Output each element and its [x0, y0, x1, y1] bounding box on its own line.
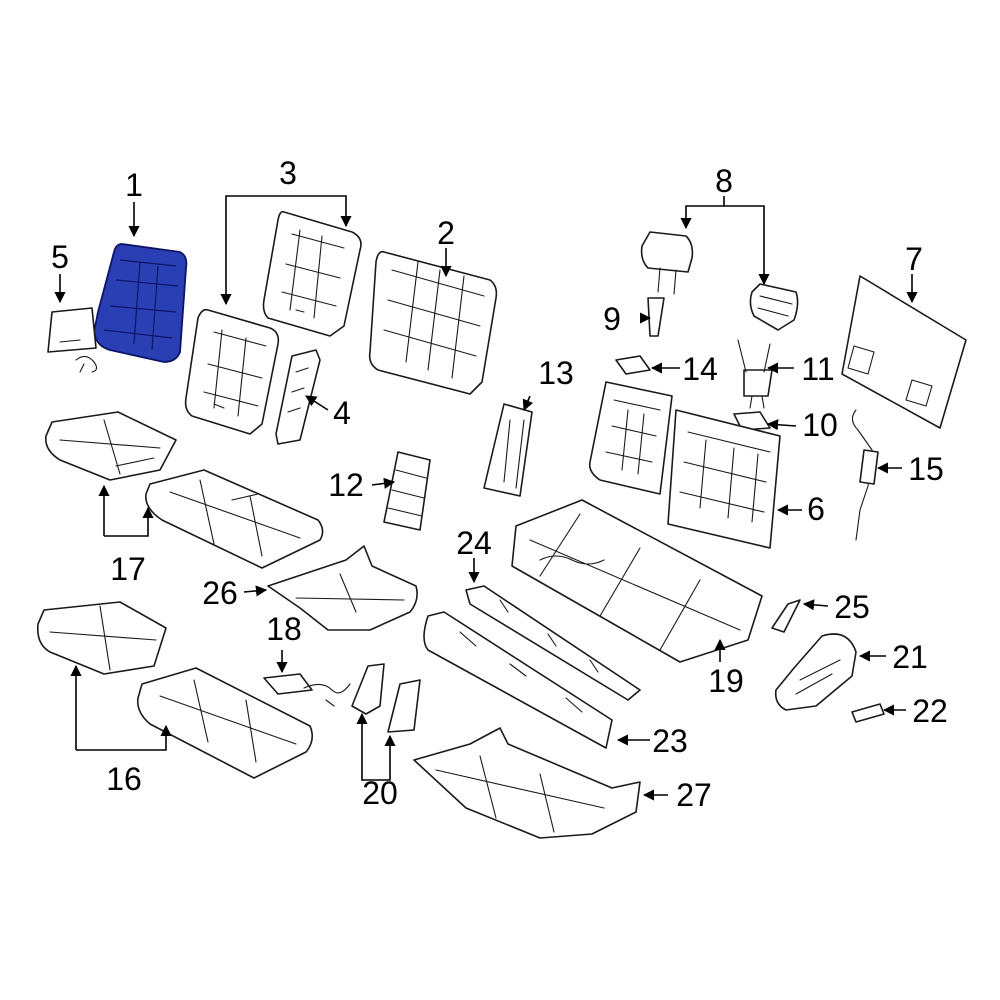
- part-5-trim-panel[interactable]: [47, 307, 98, 373]
- part-13-armrest-panel[interactable]: [483, 403, 533, 497]
- callout-19: 19: [708, 663, 744, 699]
- callout-18: 18: [266, 611, 302, 647]
- callout-10: 10: [802, 407, 838, 443]
- part-16-cushion-cover[interactable]: [36, 601, 314, 779]
- callout-12: 12: [328, 467, 364, 503]
- part-26-lower-bracket[interactable]: [267, 545, 418, 631]
- part-19-cushion-frame[interactable]: [511, 499, 763, 663]
- callout-11: 11: [801, 351, 834, 387]
- callout-16: 16: [106, 761, 142, 797]
- callout-23: 23: [652, 723, 688, 759]
- callout-21: 21: [892, 639, 928, 675]
- part-3-seatback-frame[interactable]: [184, 210, 362, 435]
- part-20-hinge-covers[interactable]: [351, 663, 421, 733]
- part-14-latch-cover[interactable]: [615, 355, 651, 375]
- callout-17: 17: [110, 551, 146, 587]
- callout-27: 27: [676, 777, 712, 813]
- part-21-hinge-cover[interactable]: [774, 633, 857, 711]
- part-1-seatback-cover[interactable]: [93, 243, 188, 363]
- leader-lines: [54, 195, 918, 801]
- part-24-rail[interactable]: [465, 585, 641, 701]
- part-17-cushion-cover[interactable]: [44, 411, 324, 569]
- part-8-headrests[interactable]: [640, 231, 799, 331]
- callout-24: 24: [456, 525, 492, 561]
- part-27-lower-pan[interactable]: [413, 727, 641, 839]
- callout-2: 2: [437, 215, 455, 251]
- part-9-guide-sleeve[interactable]: [647, 297, 665, 337]
- part-2-seatback-cover[interactable]: [368, 250, 498, 395]
- callout-25: 25: [834, 589, 870, 625]
- part-6-seat-frame[interactable]: [588, 381, 781, 549]
- part-25-clip[interactable]: [771, 599, 801, 633]
- callout-3: 3: [279, 155, 297, 191]
- part-22-handle[interactable]: [851, 703, 885, 723]
- callout-15: 15: [908, 451, 944, 487]
- callout-14: 14: [682, 351, 718, 387]
- part-12-cushion-block[interactable]: [383, 451, 431, 531]
- callout-6: 6: [807, 491, 825, 527]
- part-23-rail-cover[interactable]: [423, 611, 613, 749]
- part-4-side-bracket[interactable]: [275, 349, 321, 445]
- part-18-harness[interactable]: [263, 673, 351, 707]
- callout-4: 4: [333, 395, 351, 431]
- callout-5: 5: [51, 239, 69, 275]
- part-15-cable[interactable]: [851, 409, 879, 541]
- callout-13: 13: [538, 355, 574, 391]
- callout-20: 20: [362, 775, 398, 811]
- callout-labels: 1 2 3 4 5 6 7 8 9 10 11 12 13 14 15 16 1…: [51, 155, 948, 813]
- part-11-latch[interactable]: [737, 339, 773, 409]
- callout-7: 7: [905, 241, 923, 277]
- part-7-rear-panel[interactable]: [841, 275, 967, 429]
- callout-9: 9: [603, 301, 621, 337]
- callout-8: 8: [715, 163, 733, 199]
- callout-22: 22: [912, 693, 948, 729]
- callout-26: 26: [202, 575, 238, 611]
- callout-1: 1: [125, 167, 143, 203]
